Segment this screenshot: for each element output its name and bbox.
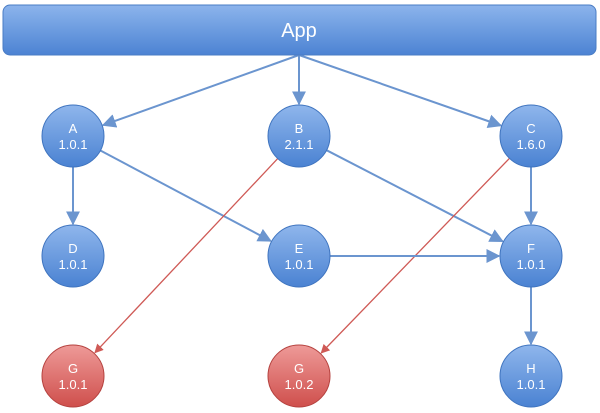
app-bar	[2, 4, 597, 56]
node-version: 1.0.1	[59, 137, 88, 152]
node-version: 1.0.1	[517, 257, 546, 272]
node-circle	[499, 224, 563, 288]
node-name: A	[69, 121, 78, 136]
node-name: G	[68, 361, 78, 376]
node-version: 1.6.0	[517, 137, 546, 152]
nodes-layer: A1.0.1B2.1.1C1.6.0D1.0.1E1.0.1F1.0.1G1.0…	[41, 104, 563, 408]
node-b: B2.1.1	[267, 104, 331, 168]
node-h: H1.0.1	[499, 344, 563, 408]
node-version: 1.0.1	[285, 257, 314, 272]
node-circle	[41, 344, 105, 408]
app-box: App	[2, 4, 597, 56]
node-name: C	[526, 121, 535, 136]
edge-a-to-e	[99, 149, 272, 242]
node-circle	[41, 224, 105, 288]
node-name: D	[68, 241, 77, 256]
node-circle	[499, 344, 563, 408]
edge-b-to-f	[326, 149, 504, 243]
node-name: E	[295, 241, 304, 256]
node-version: 2.1.1	[285, 137, 314, 152]
node-version: 1.0.1	[59, 377, 88, 392]
node-name: B	[295, 121, 304, 136]
node-circle	[41, 104, 105, 168]
node-g2: G1.0.2	[267, 344, 331, 408]
node-circle	[499, 104, 563, 168]
node-a: A1.0.1	[41, 104, 105, 168]
edge-app-to-a	[101, 54, 300, 128]
app-label: App	[281, 20, 317, 42]
node-version: 1.0.1	[59, 257, 88, 272]
node-name: F	[527, 241, 535, 256]
node-name: H	[526, 361, 535, 376]
edge-b-to-g1	[94, 158, 279, 354]
node-g1: G1.0.1	[41, 344, 105, 408]
node-c: C1.6.0	[499, 104, 563, 168]
node-circle	[267, 104, 331, 168]
node-version: 1.0.1	[517, 377, 546, 392]
node-circle	[267, 344, 331, 408]
node-circle	[267, 224, 331, 288]
node-d: D1.0.1	[41, 224, 105, 288]
node-name: G	[294, 361, 304, 376]
node-version: 1.0.2	[285, 377, 314, 392]
edges-layer	[66, 54, 538, 354]
edge-app-to-c	[298, 54, 503, 128]
node-e: E1.0.1	[267, 224, 331, 288]
node-f: F1.0.1	[499, 224, 563, 288]
